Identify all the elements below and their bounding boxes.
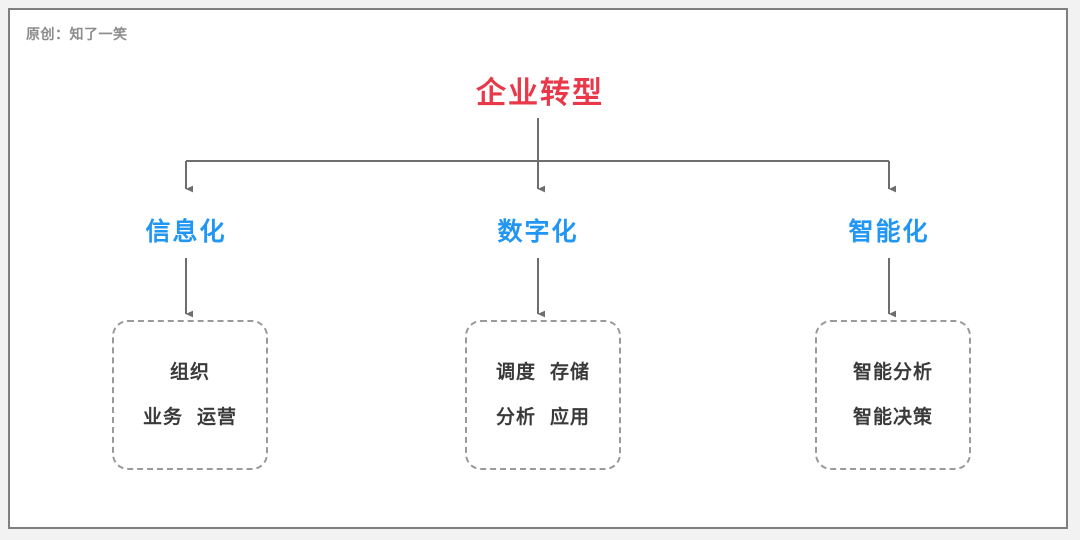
- leaf-box-informatization: 组织 业务运营: [112, 320, 268, 470]
- leaf-box-digitalization: 调度存储 分析应用: [465, 320, 621, 470]
- credit-watermark: 原创：知了一笑: [26, 26, 128, 42]
- leaf-box-intelligentization: 智能分析 智能决策: [815, 320, 971, 470]
- leaf-item: 运营: [197, 407, 238, 428]
- branch-label-informatization: 信息化: [145, 218, 227, 246]
- branch-label-digitalization: 数字化: [497, 218, 579, 246]
- root-node-title: 企业转型: [476, 77, 604, 110]
- leaf-item: 组织: [169, 362, 210, 383]
- leaf-row: 智能分析: [853, 363, 933, 382]
- leaf-item: 智能分析: [852, 362, 933, 383]
- leaf-row: 智能决策: [853, 408, 933, 427]
- leaf-row: 调度存储: [496, 363, 590, 382]
- leaf-item: 分析: [495, 407, 536, 428]
- leaf-item: 调度: [495, 362, 536, 383]
- leaf-item: 存储: [550, 362, 591, 383]
- leaf-row: 业务运营: [143, 408, 237, 427]
- leaf-row: 分析应用: [496, 408, 590, 427]
- leaf-item: 业务: [142, 407, 183, 428]
- leaf-item: 智能决策: [852, 407, 933, 428]
- leaf-item: 应用: [550, 407, 591, 428]
- branch-label-intelligentization: 智能化: [848, 218, 930, 246]
- leaf-row: 组织: [170, 363, 210, 382]
